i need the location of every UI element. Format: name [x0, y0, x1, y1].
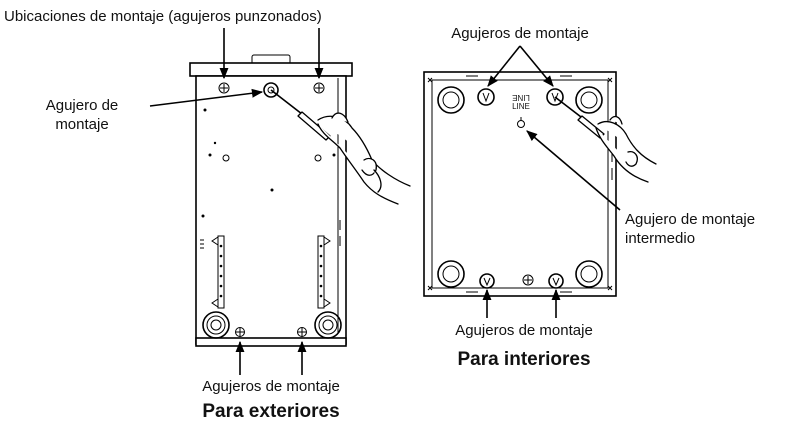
- indoor-line-text: LINE: [512, 102, 530, 111]
- outdoor-bottom-flange: [195, 337, 347, 347]
- indoor-middle-hole: [517, 117, 525, 128]
- indoor-bottom-center-hole: [522, 274, 534, 286]
- outdoor-side-label-line2: montaje: [55, 116, 108, 133]
- indoor-bottom-hole-right: [548, 273, 564, 289]
- indoor-top-hole-left: [477, 88, 495, 106]
- indoor-knockout-br: [575, 260, 603, 288]
- indoor-bottom-label: Agujeros de montaje: [455, 322, 593, 339]
- outdoor-knockout-left: [202, 311, 230, 339]
- indoor-right-label-line1: Agujero de montaje: [625, 211, 755, 228]
- outdoor-bottom-label: Agujeros de montaje: [202, 378, 340, 395]
- indoor-right-label-line2: intermedio: [625, 230, 695, 247]
- outdoor-top-hole-right: [313, 82, 325, 94]
- outdoor-center-hole: [263, 82, 279, 98]
- indoor-bottom-hole-left: [479, 273, 495, 289]
- indoor-knockout-bl: [437, 260, 465, 288]
- outdoor-screwdriver-hand: [270, 89, 411, 205]
- indoor-line-text-flipped: LINE: [512, 93, 530, 102]
- indoor-knockout-tr: [575, 86, 603, 114]
- outdoor-knockout-right: [314, 311, 342, 339]
- outdoor-caption: Para exteriores: [202, 401, 339, 422]
- outdoor-top-label: Ubicaciones de montaje (agujeros punzona…: [4, 8, 322, 25]
- indoor-body: [423, 71, 617, 297]
- outdoor-rail-left: [211, 235, 225, 309]
- indoor-caption: Para interiores: [457, 349, 590, 370]
- indoor-top-hole-right: [546, 88, 564, 106]
- indoor-top-label: Agujeros de montaje: [451, 25, 589, 42]
- outdoor-lid: [189, 62, 353, 77]
- outdoor-bottom-hole-left: [235, 327, 245, 337]
- indoor-knockout-tl: [437, 86, 465, 114]
- outdoor-side-label-line1: Agujero de: [46, 97, 119, 114]
- outdoor-bottom-hole-right: [297, 327, 307, 337]
- indoor-screwdriver-hand: [554, 96, 657, 183]
- outdoor-rail-right: [317, 235, 331, 309]
- indoor-panel: LINE LINE: [423, 71, 617, 297]
- outdoor-top-hole-left: [218, 82, 230, 94]
